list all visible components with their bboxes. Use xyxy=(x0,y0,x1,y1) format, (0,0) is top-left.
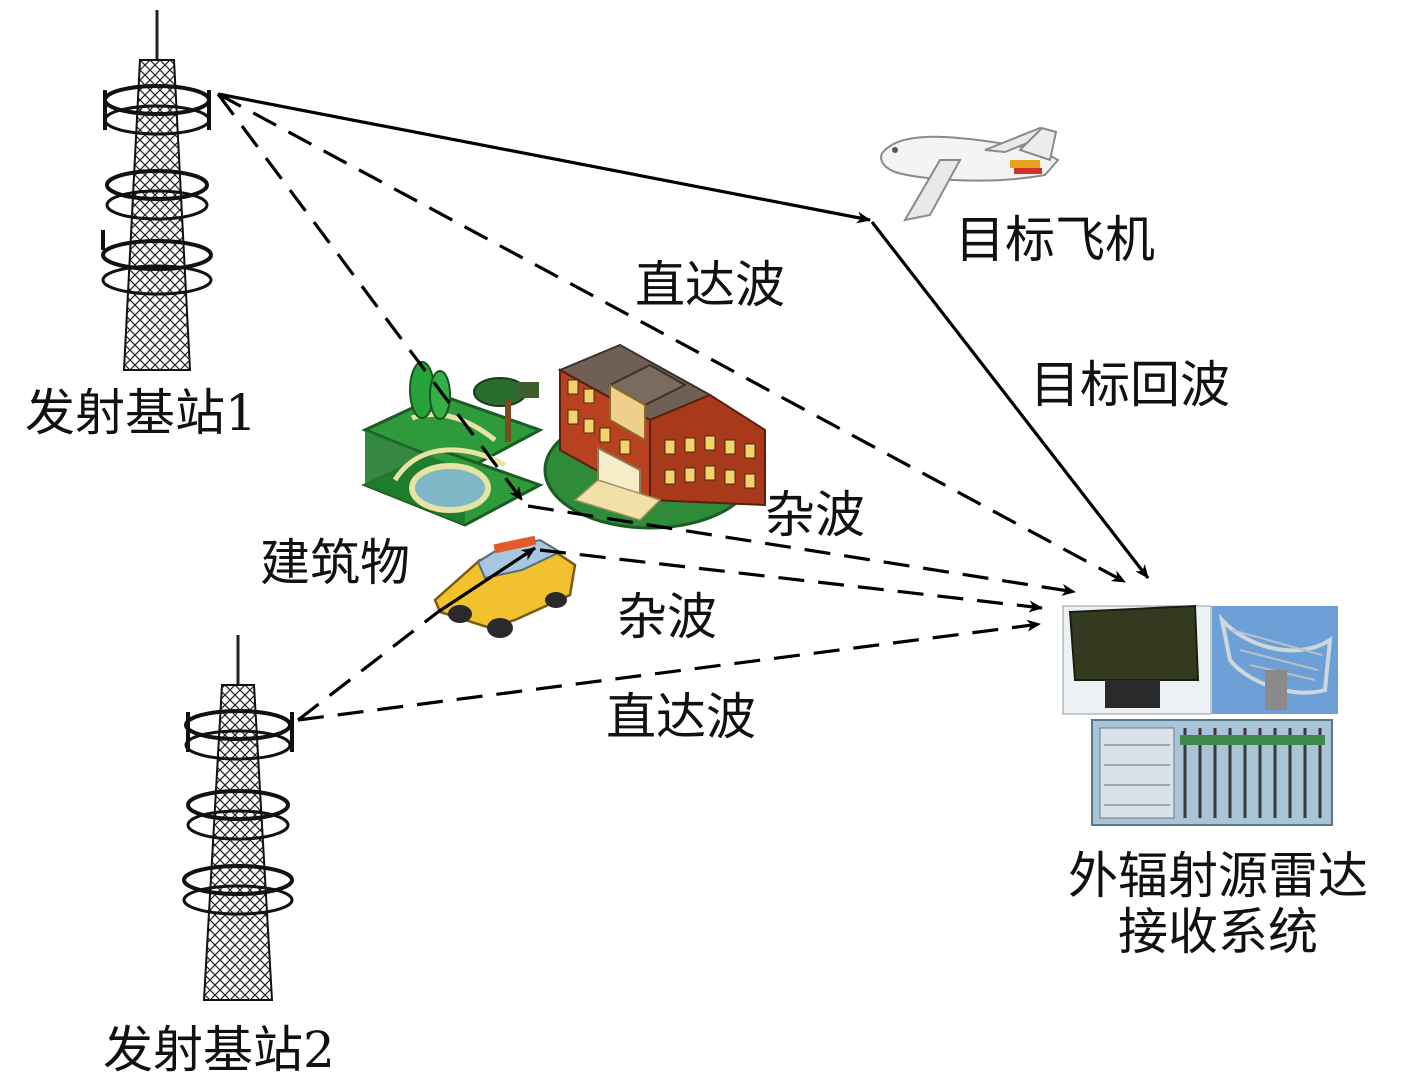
direct1-label: 直达波 xyxy=(635,256,785,314)
park-icon xyxy=(361,361,544,527)
tower-2-icon xyxy=(182,635,294,1001)
building-icon xyxy=(543,343,766,530)
clutter-path-car-arrow xyxy=(437,546,536,614)
clutter-path-car-to-receiver xyxy=(539,548,1043,613)
echo-path xyxy=(870,221,1150,579)
clutter-path-tower1-to-building xyxy=(216,93,524,501)
receiver-label: 外辐射源雷达 接收系统 xyxy=(1038,848,1398,960)
tx2-label: 发射基站2 xyxy=(103,1021,335,1079)
target-label: 目标飞机 xyxy=(955,211,1155,269)
direct-path-1-to-target xyxy=(217,92,871,224)
direct-path-2-to-receiver xyxy=(297,619,1041,722)
receiver-label-line1: 外辐射源雷达 xyxy=(1068,847,1368,905)
direct2-label: 直达波 xyxy=(606,688,756,746)
tower-1-icon xyxy=(101,10,213,371)
signal-paths xyxy=(216,92,1150,722)
tx1-label: 发射基站1 xyxy=(25,384,257,442)
clutter2-label: 杂波 xyxy=(617,588,717,646)
building-label: 建筑物 xyxy=(260,534,410,592)
receiver-system-icon xyxy=(1062,604,1338,826)
receiver-label-line2: 接收系统 xyxy=(1118,903,1318,961)
echo-label: 目标回波 xyxy=(1030,356,1230,414)
clutter1-label: 杂波 xyxy=(765,486,865,544)
clutter-path-tower2-to-car xyxy=(297,610,439,722)
airplane-icon xyxy=(880,126,1060,222)
clutter-path-building-to-receiver xyxy=(527,504,1076,596)
direct-path-1-to-receiver xyxy=(217,92,1126,584)
